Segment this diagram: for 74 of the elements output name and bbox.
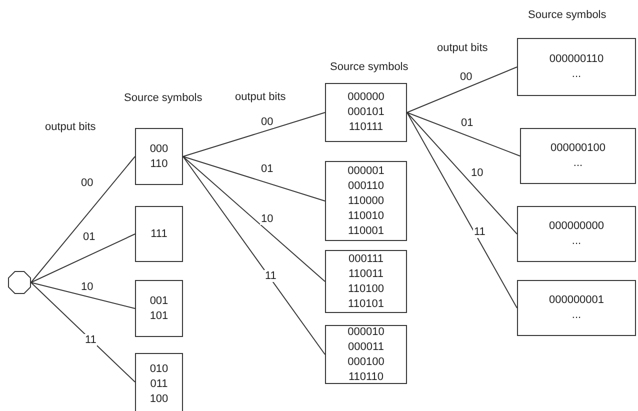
- column-heading: output bits: [437, 42, 488, 55]
- symbol-box: [325, 250, 407, 313]
- connector-line: [182, 112, 326, 157]
- edge-label: 00: [80, 177, 94, 189]
- symbol-box: [325, 325, 407, 384]
- symbol-text: 000111: [348, 252, 384, 266]
- symbol-text: 110110: [348, 370, 384, 384]
- symbol-text: ...: [572, 234, 582, 249]
- symbol-box: [325, 83, 407, 142]
- connector-line: [406, 112, 518, 234]
- column-heading: output bits: [235, 91, 286, 104]
- symbol-text: 101: [150, 308, 168, 324]
- edge-label: 01: [260, 163, 274, 175]
- column-heading: Source symbols: [124, 92, 202, 105]
- symbol-text: 110011: [348, 266, 384, 282]
- edge-label: 10: [470, 167, 484, 179]
- edge-label: 00: [459, 71, 474, 83]
- symbol-text: 011: [150, 377, 168, 392]
- edge-label: 10: [260, 213, 274, 225]
- symbol-box: [135, 128, 183, 185]
- symbol-text: 110111: [348, 120, 384, 135]
- connector-line: [182, 156, 326, 202]
- symbol-text: 000: [150, 142, 168, 156]
- connector-line: [406, 66, 518, 113]
- edge-label: 11: [473, 226, 486, 238]
- connector-line: [406, 112, 518, 308]
- symbol-box: [135, 353, 183, 411]
- symbol-text: 100: [150, 392, 168, 407]
- symbol-text: 000100: [348, 354, 384, 370]
- edge-label: 01: [82, 231, 96, 243]
- connector-line: [30, 156, 136, 283]
- connector-line: [182, 156, 326, 355]
- symbol-text: 110100: [348, 282, 384, 296]
- symbol-box: [517, 206, 636, 262]
- symbol-text: 111: [150, 226, 168, 242]
- connector-line: [182, 156, 326, 282]
- symbol-text: 000000110: [549, 52, 604, 67]
- symbol-box: [517, 280, 636, 336]
- connector-line: [30, 282, 136, 309]
- symbol-text: 000000000: [548, 219, 604, 234]
- connector-line: [30, 234, 136, 283]
- symbol-text: ...: [572, 67, 582, 82]
- symbol-box: [325, 161, 407, 241]
- connector-line: [30, 282, 136, 382]
- symbol-text: 000000001: [548, 293, 604, 308]
- symbol-box: [135, 280, 183, 337]
- symbol-text: 010: [150, 362, 168, 377]
- column-heading: output bits: [45, 121, 96, 134]
- connector-line: [406, 112, 520, 156]
- symbol-text: 000110: [348, 178, 384, 194]
- edge-label: 01: [460, 117, 474, 129]
- symbol-text: 110010: [348, 208, 384, 224]
- symbol-box: [517, 38, 636, 96]
- symbol-text: 110: [150, 156, 168, 172]
- symbol-box: [135, 206, 183, 262]
- symbol-text: 110001: [348, 224, 384, 238]
- edge-label: 00: [260, 116, 274, 128]
- symbol-text: 001: [150, 294, 168, 308]
- symbol-text: 000000: [348, 90, 384, 105]
- column-heading: Source symbols: [528, 9, 606, 22]
- symbol-text: 000101: [348, 105, 384, 120]
- symbol-text: 000000100: [550, 141, 606, 156]
- symbol-text: 110000: [348, 194, 384, 208]
- symbol-box: [520, 128, 636, 184]
- edge-label: 10: [80, 281, 94, 293]
- edge-label: 11: [264, 270, 278, 282]
- symbol-text: 000001: [348, 164, 384, 178]
- symbol-text: 110101: [348, 296, 384, 312]
- symbol-text: ...: [572, 308, 582, 323]
- symbol-text: 000011: [348, 340, 384, 354]
- symbol-text: ...: [573, 156, 583, 171]
- edge-label: 11: [84, 334, 98, 346]
- column-heading: Source symbols: [330, 61, 408, 74]
- symbol-text: 000010: [348, 324, 384, 340]
